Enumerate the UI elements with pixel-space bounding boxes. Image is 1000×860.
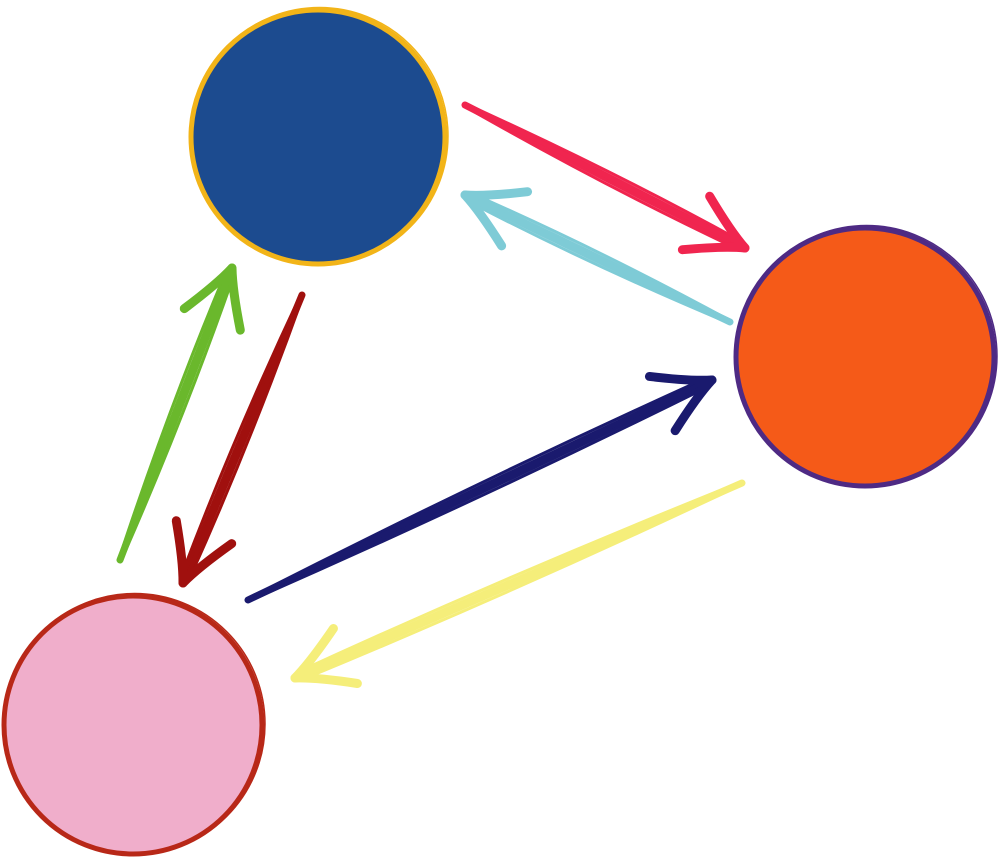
arrow-orange-to-pink [290, 479, 746, 689]
node-orange [733, 224, 998, 489]
arrow-blue-to-orange [461, 101, 750, 255]
arrowhead-barb [227, 263, 245, 335]
arrowhead-barb [677, 242, 750, 255]
node-blue [188, 6, 449, 267]
arrowhead-barb [705, 191, 750, 253]
arrowhead-barb [644, 371, 717, 385]
arrowhead-barb [178, 539, 237, 588]
arrowhead-barb [179, 263, 237, 314]
arrowhead-barb [290, 673, 362, 689]
arrowhead-barb [460, 187, 533, 200]
node-pink [1, 592, 266, 857]
arrow-orange-to-blue [460, 187, 734, 326]
arrow-pink-to-orange [244, 371, 717, 604]
arrow-pink-to-blue [116, 263, 245, 564]
arrowhead-barb [460, 190, 507, 251]
arrow-blue-to-pink [171, 291, 306, 588]
arrowhead-barb [171, 516, 188, 588]
